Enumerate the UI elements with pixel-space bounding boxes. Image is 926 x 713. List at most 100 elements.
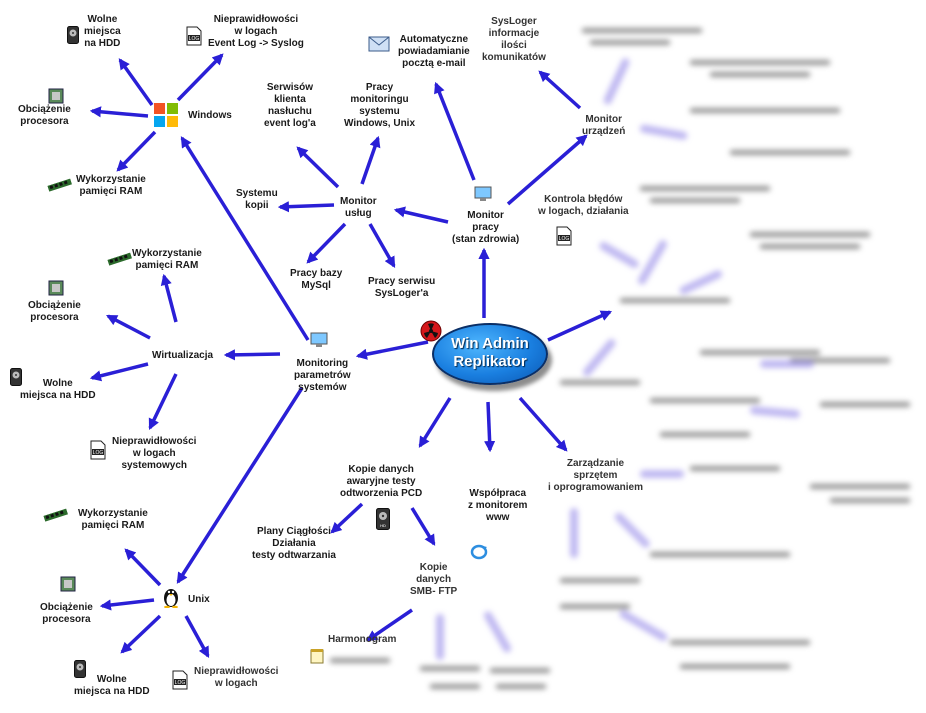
- node-www-line: Współpraca: [469, 488, 527, 499]
- node-prace-monitoringu[interactable]: Pracy monitoringu systemu Windows, Unix: [344, 82, 415, 130]
- node-virt-ram[interactable]: Wykorzystanie pamięci RAM: [132, 248, 202, 272]
- hdd-icon: [74, 660, 86, 678]
- node-serwisy-line: klienta: [274, 94, 306, 105]
- central-topic-line2: Replikator: [453, 353, 527, 370]
- arrow-dev-syslog: [538, 70, 582, 110]
- tux-penguin-icon: [164, 589, 178, 608]
- arrow-uslug-mysql: [306, 222, 347, 264]
- svg-text:LOG: LOG: [93, 450, 104, 456]
- arrow-center-zarz: [518, 396, 568, 452]
- obscured-text-line: [790, 358, 890, 363]
- svg-text:HD: HD: [380, 523, 386, 528]
- node-monitor-devices[interactable]: Monitor urządzeń: [582, 114, 625, 138]
- obscured-text-line: [560, 380, 640, 385]
- log-file-icon: LOG: [556, 226, 572, 246]
- hdd-icon: [10, 368, 22, 386]
- arrow-wirt-cpu: [106, 314, 151, 340]
- node-serwisy[interactable]: Serwisów klienta nasłuchu event log'a: [264, 82, 316, 130]
- node-win-hdd[interactable]: Wolne miejsca na HDD: [84, 14, 121, 50]
- ram-module-icon: [43, 508, 69, 522]
- node-monitor-uslug-line: usług: [344, 208, 372, 219]
- arrow-pracy-email: [434, 81, 476, 181]
- node-zarzadzanie[interactable]: Zarządzanie sprzętem i oprogramowaniem: [548, 458, 643, 494]
- node-win-ram-line: Wykorzystanie: [76, 174, 146, 185]
- obscured-region: [560, 0, 926, 713]
- node-virt-hdd[interactable]: Wolne miejsca na HDD: [20, 378, 96, 402]
- radiation-icon: [420, 320, 442, 342]
- node-kontrola-bledow[interactable]: Kontrola błędów w logach, działania: [538, 194, 629, 218]
- node-www[interactable]: Współpraca z monitorem www: [468, 488, 527, 524]
- node-virt-cpu[interactable]: Obciążenie procesora: [28, 300, 81, 324]
- node-monitoring-parametrow-line: parametrów: [294, 370, 351, 381]
- node-harmonogram[interactable]: Harmonogram: [328, 634, 397, 645]
- arrow-kopie-smb: [410, 507, 436, 546]
- node-kopie-pcd[interactable]: Kopie danych awaryjne testy odtworzenia …: [340, 464, 422, 500]
- node-mysql[interactable]: Pracy bazy MySql: [290, 268, 342, 292]
- node-monitoring-parametrow[interactable]: Monitoring parametrów systemów: [294, 358, 351, 394]
- node-syslog-info-line: SysLoger: [491, 16, 537, 27]
- node-monitoring-parametrow-line: Monitoring: [296, 358, 349, 369]
- node-syslog-info[interactable]: SysLoger informacje ilości komunikatów: [482, 16, 546, 64]
- obscured-region-harm: [330, 644, 400, 670]
- node-unix-log[interactable]: Nieprawidłowości w logach: [194, 666, 278, 690]
- obscured-text-line: [650, 552, 790, 557]
- hdd-icon: HD: [376, 508, 390, 530]
- node-kopie-pcd-line: odtworzenia PCD: [340, 488, 423, 499]
- node-monitor-uslug[interactable]: Monitor usług: [340, 196, 377, 220]
- node-monitor-pracy[interactable]: Monitor pracy (stan zdrowia): [452, 210, 519, 246]
- node-www-line: www: [486, 512, 510, 523]
- node-win-cpu[interactable]: Obciążenie procesora: [18, 104, 71, 128]
- node-unix-hdd-line: miejsca na HDD: [74, 686, 150, 697]
- node-mysql-line: Pracy bazy: [290, 268, 343, 279]
- node-unix-log-line: w logach: [214, 678, 258, 689]
- node-unix-cpu-line: procesora: [42, 614, 91, 625]
- node-kopie-smb[interactable]: Kopie danych SMB- FTP: [410, 562, 457, 598]
- node-win-hdd-line: na HDD: [84, 38, 121, 49]
- node-mysql-line: MySql: [301, 280, 331, 291]
- node-systemu-kopii[interactable]: Systemu kopii: [236, 188, 278, 212]
- arrow-monparam-unix: [176, 387, 304, 584]
- node-wirtualizacja[interactable]: Wirtualizacja: [152, 350, 214, 361]
- obscured-arrow: [570, 508, 578, 558]
- arrow-windows-cpu: [89, 106, 149, 118]
- node-virt-log[interactable]: Nieprawidłowości w logach systemowych: [112, 436, 196, 472]
- arrow-pracy-uslug: [393, 206, 449, 224]
- obscured-text-line: [640, 186, 770, 191]
- node-unix-cpu-line: Obciążenie: [40, 602, 93, 613]
- node-zarzadzanie-line: i oprogramowaniem: [548, 482, 644, 493]
- node-unix-hdd[interactable]: Wolne miejsca na HDD: [74, 674, 150, 698]
- arrow-pracy-devices: [506, 134, 588, 206]
- node-monitoring-parametrow-line: systemów: [298, 382, 347, 393]
- sync-icon: [470, 544, 488, 560]
- obscured-text-line: [490, 668, 550, 673]
- node-win-cpu-line: procesora: [20, 116, 69, 127]
- obscured-text-line: [710, 72, 810, 77]
- cpu-chip-icon: [48, 88, 64, 104]
- node-unix-ram-line: Wykorzystanie: [78, 508, 148, 519]
- node-win-cpu-line: Obciążenie: [18, 104, 71, 115]
- obscured-arrow: [436, 614, 444, 660]
- obscured-text-line: [750, 232, 870, 237]
- node-win-log[interactable]: Nieprawidłowości w logach Event Log -> S…: [208, 14, 304, 50]
- node-kopie-smb-line: danych: [416, 574, 452, 585]
- node-plany[interactable]: Plany Ciągłości Działania testy odtwarza…: [252, 526, 336, 562]
- node-win-ram[interactable]: Wykorzystanie pamięci RAM: [76, 174, 146, 198]
- svg-text:LOG: LOG: [189, 36, 200, 42]
- obscured-text-line: [690, 466, 780, 471]
- central-topic-win-admin-replikator[interactable]: Win Admin Replikator: [432, 323, 548, 385]
- arrow-center-blur: [547, 310, 613, 342]
- node-serwisy-line: nasłuchu: [267, 106, 312, 117]
- node-unix-ram[interactable]: Wykorzystanie pamięci RAM: [78, 508, 148, 532]
- node-prace-monitoringu-line: monitoringu: [350, 94, 409, 105]
- node-windows[interactable]: Windows: [188, 110, 232, 121]
- obscured-text-line: [670, 640, 810, 645]
- node-syslogera-line: SysLoger'a: [374, 288, 429, 299]
- arrow-monparam-wirt: [223, 349, 281, 361]
- obscured-text-line: [496, 684, 546, 689]
- node-kontrola-bledow-line: Kontrola błędów: [544, 194, 623, 205]
- node-unix[interactable]: Unix: [188, 594, 210, 605]
- node-syslogera[interactable]: Pracy serwisu SysLoger'a: [368, 276, 435, 300]
- node-unix-cpu[interactable]: Obciążenie procesora: [40, 602, 93, 626]
- node-email[interactable]: Automatyczne powiadamianie pocztą e-mail: [398, 34, 470, 70]
